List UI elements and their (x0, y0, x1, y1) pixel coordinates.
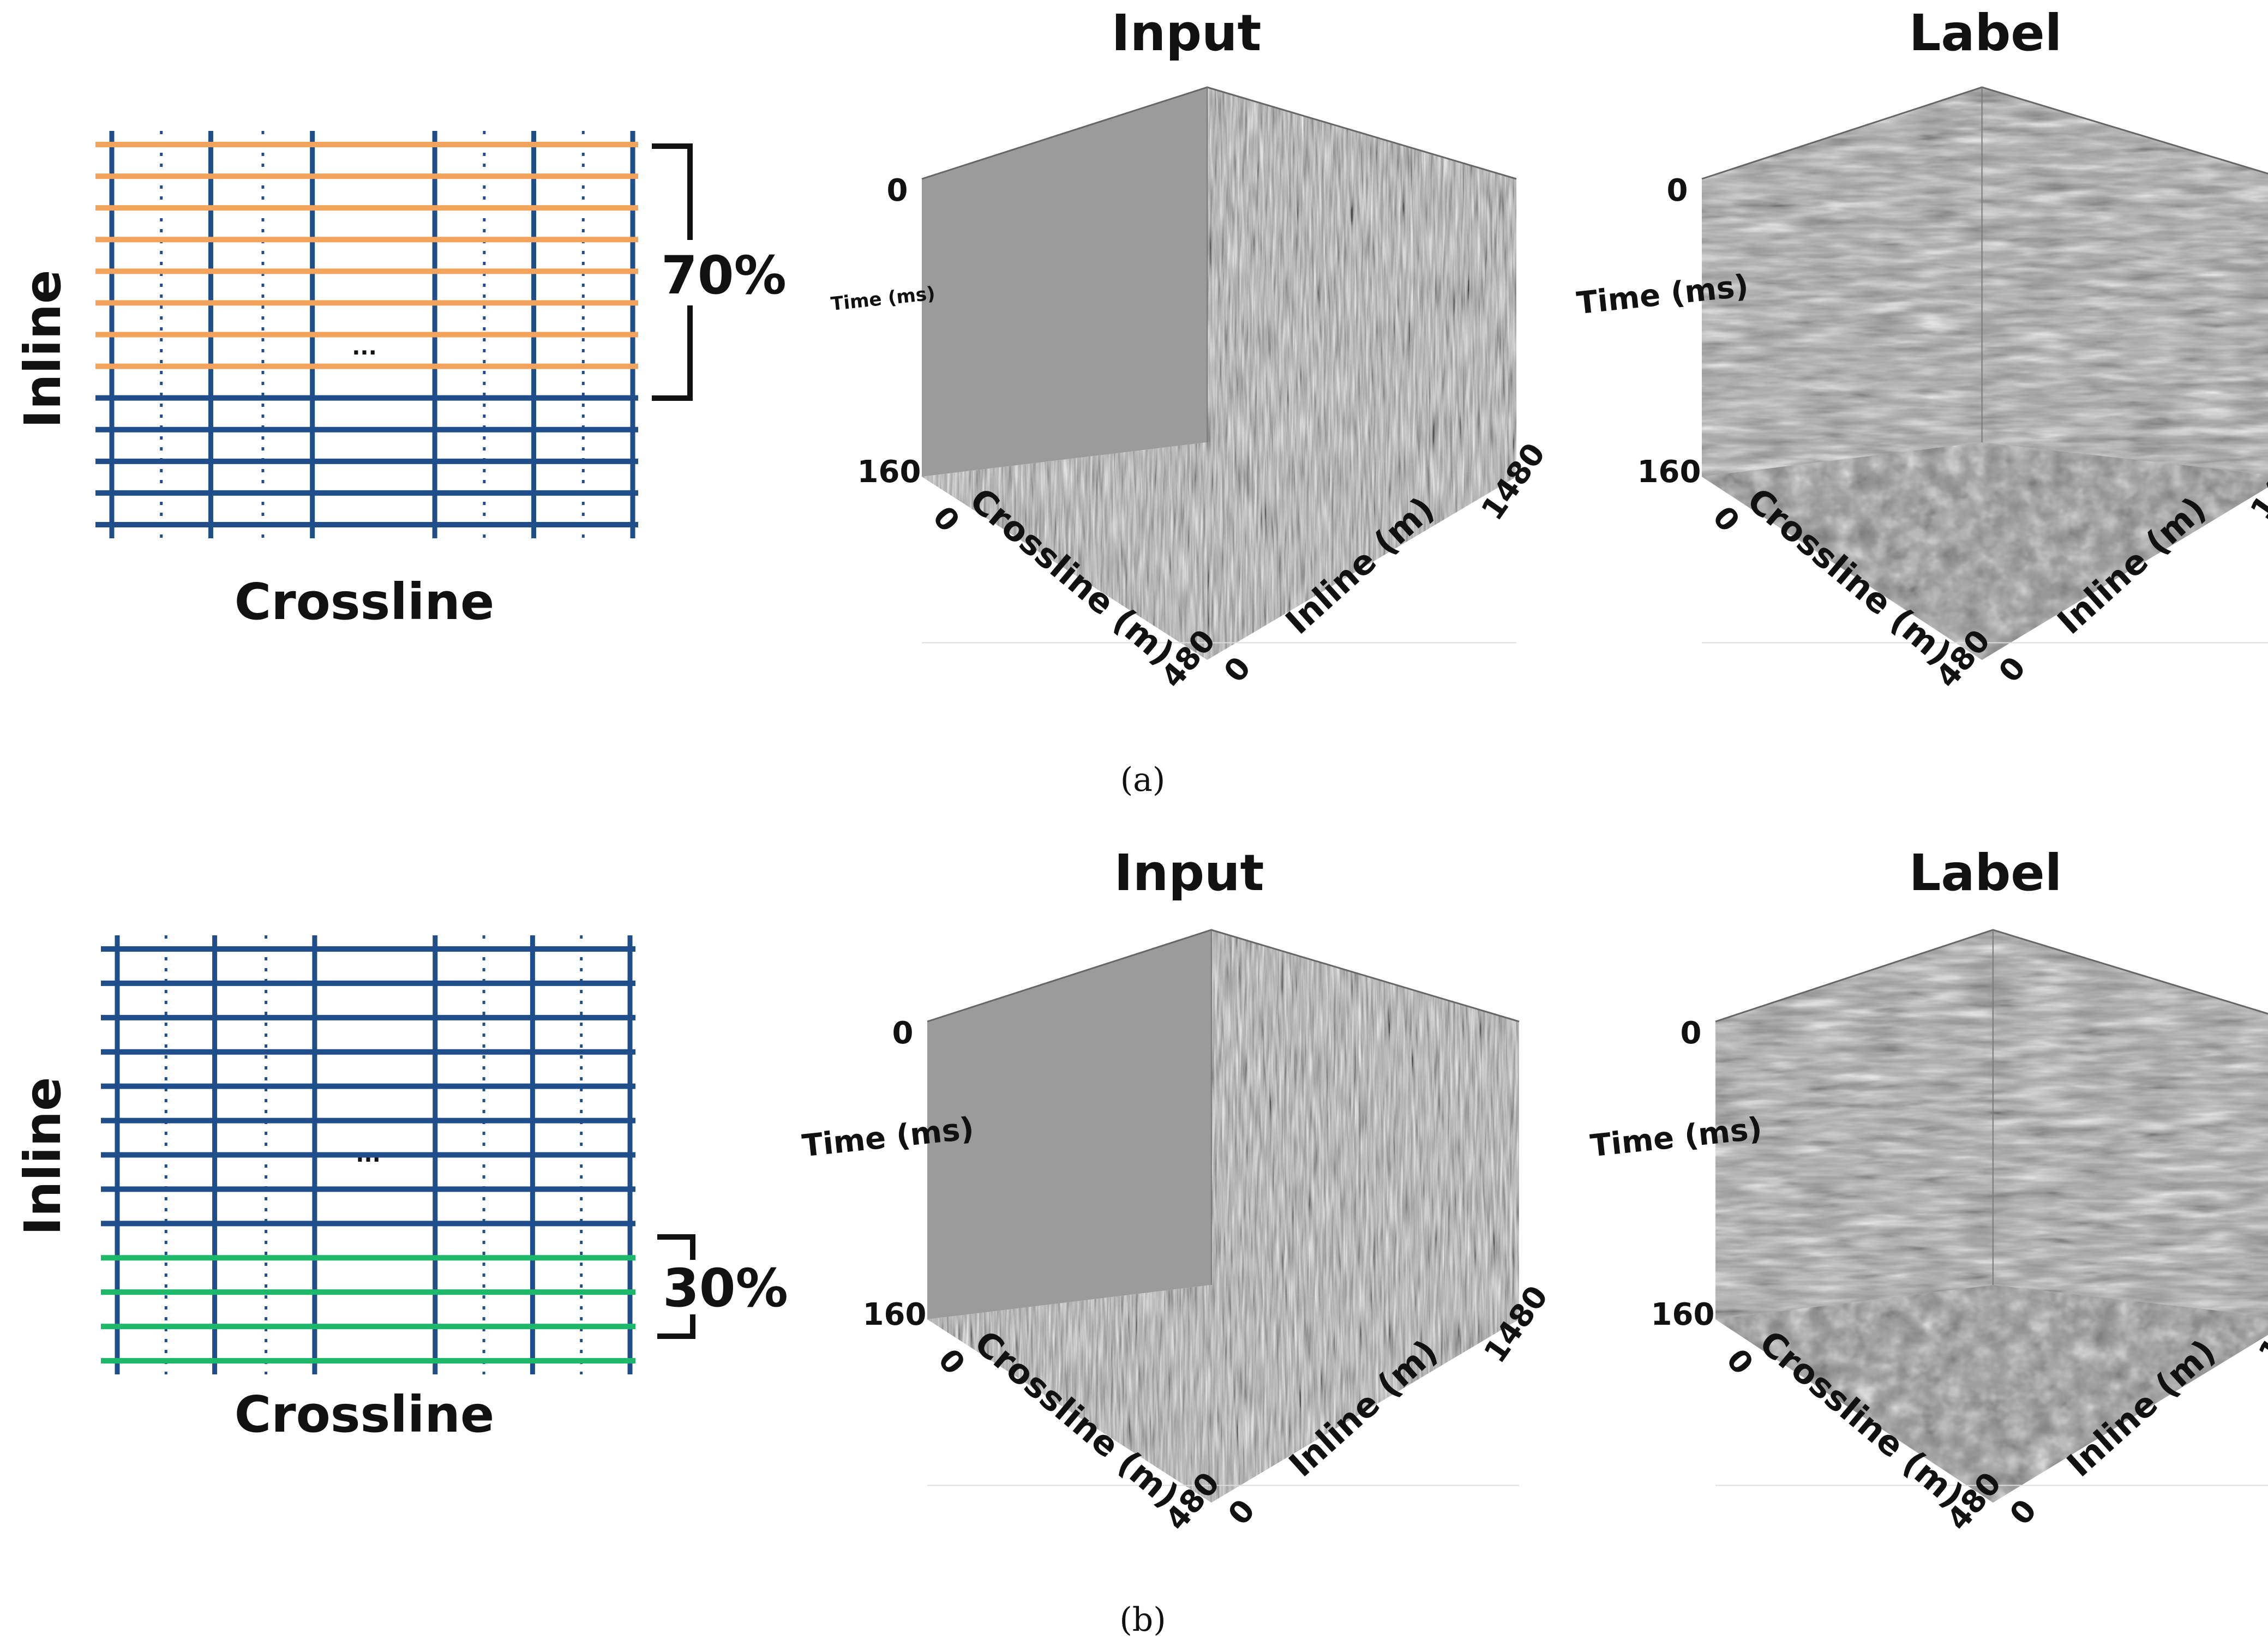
crossline-start-tick: 0 (1719, 1342, 1760, 1381)
grid-ellipsis: ... (356, 1142, 381, 1167)
time-start-tick: 0 (892, 1016, 914, 1051)
inline-start-tick: 0 (2003, 1493, 2044, 1532)
left-face (1702, 87, 1982, 477)
inline-start-tick: 0 (1221, 1493, 1262, 1532)
grid-diagram (101, 935, 635, 1374)
right-face (1982, 87, 2268, 477)
grid-ellipsis: ... (352, 335, 377, 360)
time-start-tick: 0 (887, 173, 908, 208)
crossline-start-tick: 0 (926, 500, 967, 539)
bottom-face (1702, 442, 2268, 660)
crossline-start-tick: 0 (931, 1342, 972, 1381)
time-axis-label: Time (ms) (830, 283, 936, 315)
input-title: Input (1114, 844, 1264, 902)
time-end-tick: 160 (857, 454, 921, 490)
left-face (922, 87, 1208, 477)
inline-axis-label: Inline (14, 1077, 72, 1236)
time-start-tick: 0 (1667, 173, 1688, 208)
crossline-axis-label: Crossline (235, 1385, 495, 1444)
crossline-axis-label: Crossline (235, 573, 495, 631)
right-face (1211, 930, 1519, 1319)
inline-start-tick: 0 (1992, 650, 2033, 689)
crossline-start-tick: 0 (1706, 500, 1747, 539)
time-end-tick: 160 (1651, 1297, 1715, 1332)
panel-caption: (a) (1120, 761, 1166, 799)
inline-axis-label: Inline (14, 270, 72, 429)
panel-caption: (b) (1119, 1601, 1166, 1639)
inline-start-tick: 0 (1217, 650, 1258, 689)
split-percentage: 30% (663, 1258, 788, 1319)
grid-diagram (95, 131, 638, 538)
time-start-tick: 0 (1681, 1016, 1702, 1051)
label-title: Label (1909, 4, 2062, 62)
split-percentage: 70% (661, 245, 787, 306)
time-end-tick: 160 (1637, 454, 1701, 490)
input-title: Input (1111, 4, 1261, 62)
right-face (1993, 930, 2268, 1319)
time-end-tick: 160 (863, 1297, 927, 1332)
label-title: Label (1909, 844, 2062, 902)
right-face (1207, 87, 1516, 477)
